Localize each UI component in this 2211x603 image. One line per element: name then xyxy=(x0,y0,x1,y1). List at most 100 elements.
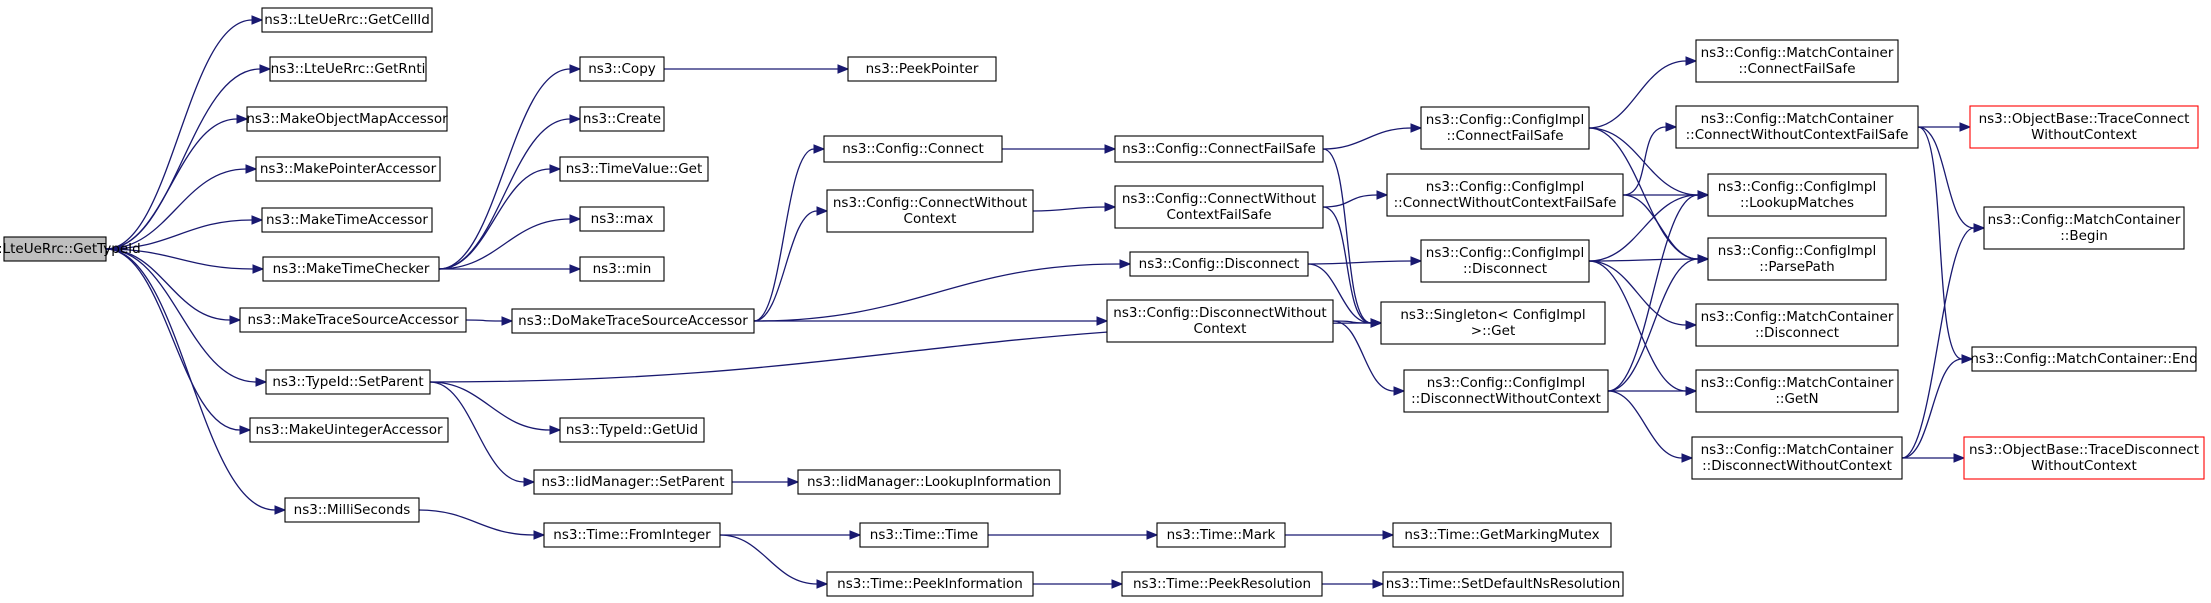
node-millis[interactable]: ns3::MilliSeconds xyxy=(284,497,420,523)
arrowhead xyxy=(787,477,800,487)
node-box xyxy=(1114,185,1324,229)
node-cfgconnwo[interactable]: ns3::Config::ConnectWithoutContext xyxy=(826,189,1034,233)
node-label: ns3::LteUeRrc::GetCellId xyxy=(264,12,430,28)
node-mkptr[interactable]: ns3::MakePointerAccessor xyxy=(255,156,441,182)
node-label: ns3::Config::ConfigImpl xyxy=(1718,243,1876,259)
node-mcconnwofs[interactable]: ns3::Config::MatchContainer::ConnectWith… xyxy=(1675,105,1919,149)
node-label: ::ConnectWithoutContextFailSafe xyxy=(1686,127,1909,143)
node-label: ns3::Create xyxy=(583,111,661,127)
node-box xyxy=(1695,39,1899,83)
arrowhead xyxy=(251,15,264,25)
node-mkobjmap[interactable]: ns3::MakeObjectMapAccessor xyxy=(246,106,448,132)
node-create[interactable]: ns3::Create xyxy=(579,106,665,132)
node-box xyxy=(1380,301,1606,345)
node-impldiscwo[interactable]: ns3::Config::ConfigImpl::DisconnectWitho… xyxy=(1403,369,1609,413)
node-mktime[interactable]: ns3::MakeTimeAccessor xyxy=(261,207,433,233)
arrowhead xyxy=(1372,579,1385,589)
edge-impldiscwo-to-mcgetn xyxy=(1608,386,1698,396)
node-max[interactable]: ns3::max xyxy=(579,206,665,232)
edge-line xyxy=(1607,258,1699,392)
edge-root-to-getcellid xyxy=(105,15,264,250)
arrowhead xyxy=(1685,320,1698,330)
node-lookupmatches[interactable]: ns3::Config::ConfigImpl::LookupMatches xyxy=(1707,173,1887,217)
node-markmutex[interactable]: ns3::Time::GetMarkingMutex xyxy=(1392,522,1612,548)
node-domktrace[interactable]: ns3::DoMakeTraceSourceAccessor xyxy=(511,308,755,334)
node-getrnti[interactable]: ns3::LteUeRrc::GetRnti xyxy=(269,56,427,82)
node-mcdisc[interactable]: ns3::Config::MatchContainer::Disconnect xyxy=(1695,303,1899,347)
node-peekptr[interactable]: ns3::PeekPointer xyxy=(847,56,997,82)
node-implconnfs[interactable]: ns3::Config::ConfigImpl::ConnectFailSafe xyxy=(1420,106,1590,150)
node-box xyxy=(255,156,441,182)
node-mcend[interactable]: ns3::Config::MatchContainer::End xyxy=(1970,346,2198,372)
node-box xyxy=(859,522,989,548)
node-peekinfo[interactable]: ns3::Time::PeekInformation xyxy=(826,571,1034,597)
node-parsepath[interactable]: ns3::Config::ConfigImpl::ParsePath xyxy=(1707,237,1887,281)
node-mktimechk[interactable]: ns3::MakeTimeChecker xyxy=(262,256,440,282)
node-label: ns3::Time::Mark xyxy=(1167,527,1276,543)
node-label: ns3::Config::Connect xyxy=(842,141,984,157)
node-min[interactable]: ns3::min xyxy=(579,256,665,282)
node-setparent[interactable]: ns3::TypeId::SetParent xyxy=(265,369,431,395)
node-obtracedisc[interactable]: ns3::ObjectBase::TraceDisconnectWithoutC… xyxy=(1963,436,2205,480)
edge-line xyxy=(1917,126,1975,229)
node-label: ns3::Time::SetDefaultNsResolution xyxy=(1386,576,1621,592)
edge-line xyxy=(1588,194,1699,262)
arrowhead xyxy=(1393,386,1406,396)
node-getcellid[interactable]: ns3::LteUeRrc::GetCellId xyxy=(261,7,433,33)
node-mcbegin[interactable]: ns3::Config::MatchContainer::Begin xyxy=(1983,206,2185,250)
arrowhead xyxy=(1111,579,1124,589)
node-setdefres[interactable]: ns3::Time::SetDefaultNsResolution xyxy=(1382,571,1624,597)
node-box xyxy=(3,236,107,262)
node-label: ns3::Time::PeekResolution xyxy=(1133,576,1311,592)
node-obtraceconn[interactable]: ns3::ObjectBase::TraceConnectWithoutCont… xyxy=(1969,105,2199,149)
node-peekres[interactable]: ns3::Time::PeekResolution xyxy=(1121,571,1323,597)
node-box xyxy=(1156,522,1286,548)
node-impldisc[interactable]: ns3::Config::ConfigImpl::Disconnect xyxy=(1420,239,1590,283)
node-label: ns3::Config::MatchContainer xyxy=(1701,375,1894,391)
node-label: ContextFailSafe xyxy=(1166,207,1271,223)
node-timevalget[interactable]: ns3::TimeValue::Get xyxy=(559,156,709,182)
edge-line xyxy=(438,218,571,270)
node-lookupinfo[interactable]: ns3::IidManager::LookupInformation xyxy=(797,469,1061,495)
node-label: ::ConnectFailSafe xyxy=(1446,128,1563,144)
node-mktrace[interactable]: ns3::MakeTraceSourceAccessor xyxy=(239,307,467,333)
arrowhead xyxy=(1697,190,1710,200)
edge-line xyxy=(438,118,571,270)
node-label: ns3::Config::ConnectWithout xyxy=(1122,191,1316,207)
node-mcgetn[interactable]: ns3::Config::MatchContainer::GetN xyxy=(1695,369,1899,413)
node-copy[interactable]: ns3::Copy xyxy=(579,56,665,82)
node-cfgconnfs[interactable]: ns3::Config::ConnectFailSafe xyxy=(1114,135,1324,163)
arrowhead xyxy=(252,264,265,274)
arrowhead xyxy=(533,530,546,540)
node-mkuint[interactable]: ns3::MakeUintegerAccessor xyxy=(249,417,449,443)
node-cfgconnect[interactable]: ns3::Config::Connect xyxy=(823,135,1003,163)
arrowhead xyxy=(569,64,582,74)
node-mcconnfs[interactable]: ns3::Config::MatchContainer::ConnectFail… xyxy=(1695,39,1899,83)
node-iidsetparent[interactable]: ns3::IidManager::SetParent xyxy=(533,469,733,495)
arrowhead xyxy=(245,164,258,174)
node-label: ns3::max xyxy=(591,211,654,227)
edge-line xyxy=(753,210,818,322)
node-getuid[interactable]: ns3::TypeId::GetUid xyxy=(559,417,705,443)
node-label: ns3::MakeTimeChecker xyxy=(273,261,430,277)
node-timetime[interactable]: ns3::Time::Time xyxy=(859,522,989,548)
edge-line xyxy=(1322,206,1372,324)
edge-implconnwofs-to-mcconnwofs xyxy=(1622,122,1678,196)
node-label: ns3::Config::ConfigImpl xyxy=(1426,245,1584,261)
node-cfgdisc[interactable]: ns3::Config::Disconnect xyxy=(1129,251,1309,277)
node-timemark[interactable]: ns3::Time::Mark xyxy=(1156,522,1286,548)
node-fromint[interactable]: ns3::Time::FromInteger xyxy=(543,522,721,548)
node-cfgdiscwo[interactable]: ns3::Config::DisconnectWithoutContext xyxy=(1106,299,1334,343)
node-root[interactable]: ns3::LteUeRrc::GetTypeId xyxy=(0,236,141,262)
arrowhead xyxy=(239,425,252,435)
edge-line xyxy=(105,248,241,431)
node-singleton[interactable]: ns3::Singleton< ConfigImpl >::Get xyxy=(1380,301,1606,345)
node-cfgconnwofs[interactable]: ns3::Config::ConnectWithoutContextFailSa… xyxy=(1114,185,1324,229)
arrowhead xyxy=(816,206,829,216)
node-label: ns3::TypeId::GetUid xyxy=(566,422,698,438)
edge-mktimechk-to-min xyxy=(439,264,582,274)
node-label: ns3::Config::MatchContainer xyxy=(1701,111,1894,127)
node-mcdiscwo[interactable]: ns3::Config::MatchContainer::DisconnectW… xyxy=(1691,436,1903,480)
edge-cfgdisc-to-impldisc xyxy=(1307,256,1423,266)
node-implconnwofs[interactable]: ns3::Config::ConfigImpl::ConnectWithoutC… xyxy=(1386,173,1624,217)
